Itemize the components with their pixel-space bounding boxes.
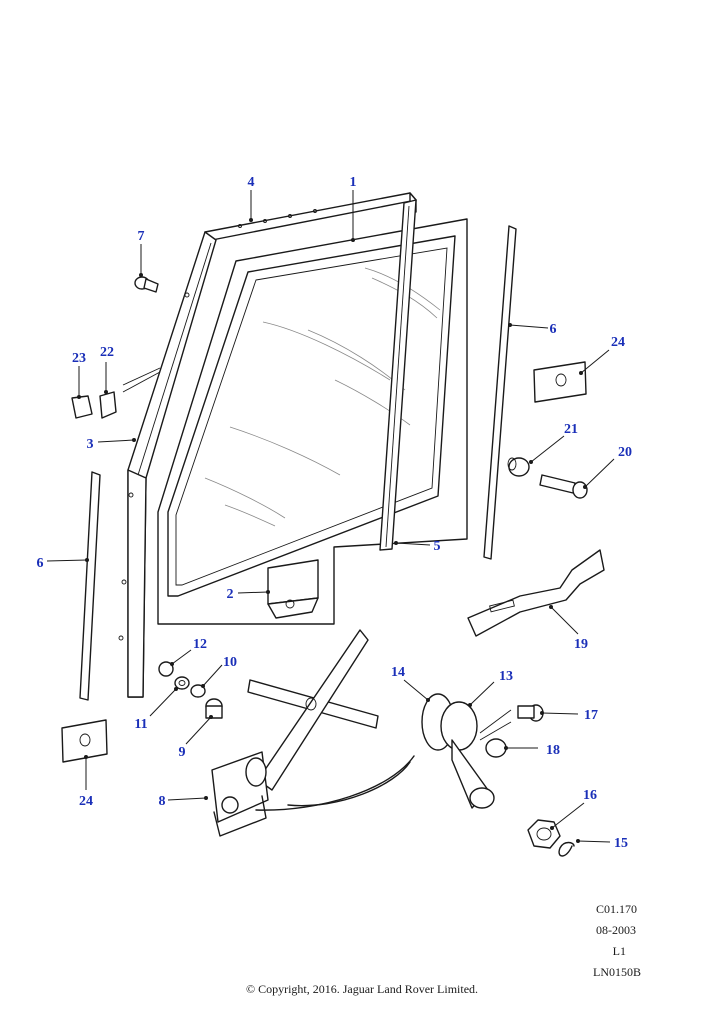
bolt-9-part — [205, 698, 223, 719]
rear-channel-part — [379, 199, 417, 551]
winder-handle-part — [421, 693, 495, 809]
callout-18: 18 — [546, 743, 560, 758]
callout-13: 13 — [499, 669, 513, 684]
regulator-8-part — [211, 629, 379, 837]
knob-18-part — [485, 738, 507, 758]
bolt-17-part — [517, 704, 544, 722]
callout-11: 11 — [134, 717, 147, 732]
callout-24-upper: 24 — [611, 335, 625, 350]
clip-22-part — [99, 391, 117, 419]
callout-1: 1 — [350, 175, 357, 190]
nut-12-part — [158, 661, 174, 677]
copyright-notice: © Copyright, 2016. Jaguar Land Rover Lim… — [245, 982, 479, 996]
callout-16: 16 — [583, 788, 597, 803]
leader-lines — [46, 190, 615, 843]
front-channel-part — [118, 231, 217, 698]
callout-7: 7 — [138, 229, 145, 244]
glass-assembly-outline — [157, 218, 468, 625]
callout-labels: 1 2 3 4 5 6 6 7 8 9 10 11 12 13 14 15 16… — [37, 175, 633, 851]
diagram-ref: C01.170 — [595, 902, 637, 916]
bolt-20-part — [539, 474, 588, 499]
seal-strip-right-part — [483, 225, 517, 560]
callout-20: 20 — [618, 445, 632, 460]
callout-17: 17 — [584, 708, 598, 723]
callout-10: 10 — [223, 655, 237, 670]
nut-21-part — [507, 457, 530, 477]
callout-23: 23 — [72, 351, 86, 366]
pad-lower-part — [61, 719, 108, 763]
clip-23-part — [71, 395, 93, 419]
callout-12: 12 — [193, 637, 207, 652]
callout-19: 19 — [574, 637, 588, 652]
washer-10-part — [190, 684, 206, 698]
callout-22: 22 — [100, 345, 114, 360]
glass-clip-part — [267, 559, 319, 619]
diagram-date: 08-2003 — [596, 923, 636, 937]
bracket-19-part — [467, 549, 605, 637]
diagram-code: LN0150B — [593, 965, 641, 979]
callout-24-lower: 24 — [79, 794, 93, 809]
nut-16-part — [527, 819, 561, 849]
callout-2: 2 — [227, 587, 234, 602]
callout-3: 3 — [87, 437, 94, 452]
callout-8: 8 — [159, 794, 166, 809]
callout-15: 15 — [614, 836, 628, 851]
washer-11-part — [174, 676, 190, 690]
callout-14: 14 — [391, 665, 405, 680]
callout-6-left: 6 — [37, 556, 44, 571]
callout-9: 9 — [179, 745, 186, 760]
callout-4: 4 — [248, 175, 255, 190]
pad-upper-part — [533, 361, 587, 403]
callout-21: 21 — [564, 422, 578, 437]
seal-strip-left-part — [79, 471, 101, 701]
diagram-level: L1 — [612, 944, 626, 958]
screw-7-part — [134, 276, 159, 293]
spring-clip-15-part — [558, 841, 575, 857]
callout-5: 5 — [434, 539, 441, 554]
top-channel-part — [204, 192, 417, 241]
callout-6-right: 6 — [550, 322, 557, 337]
